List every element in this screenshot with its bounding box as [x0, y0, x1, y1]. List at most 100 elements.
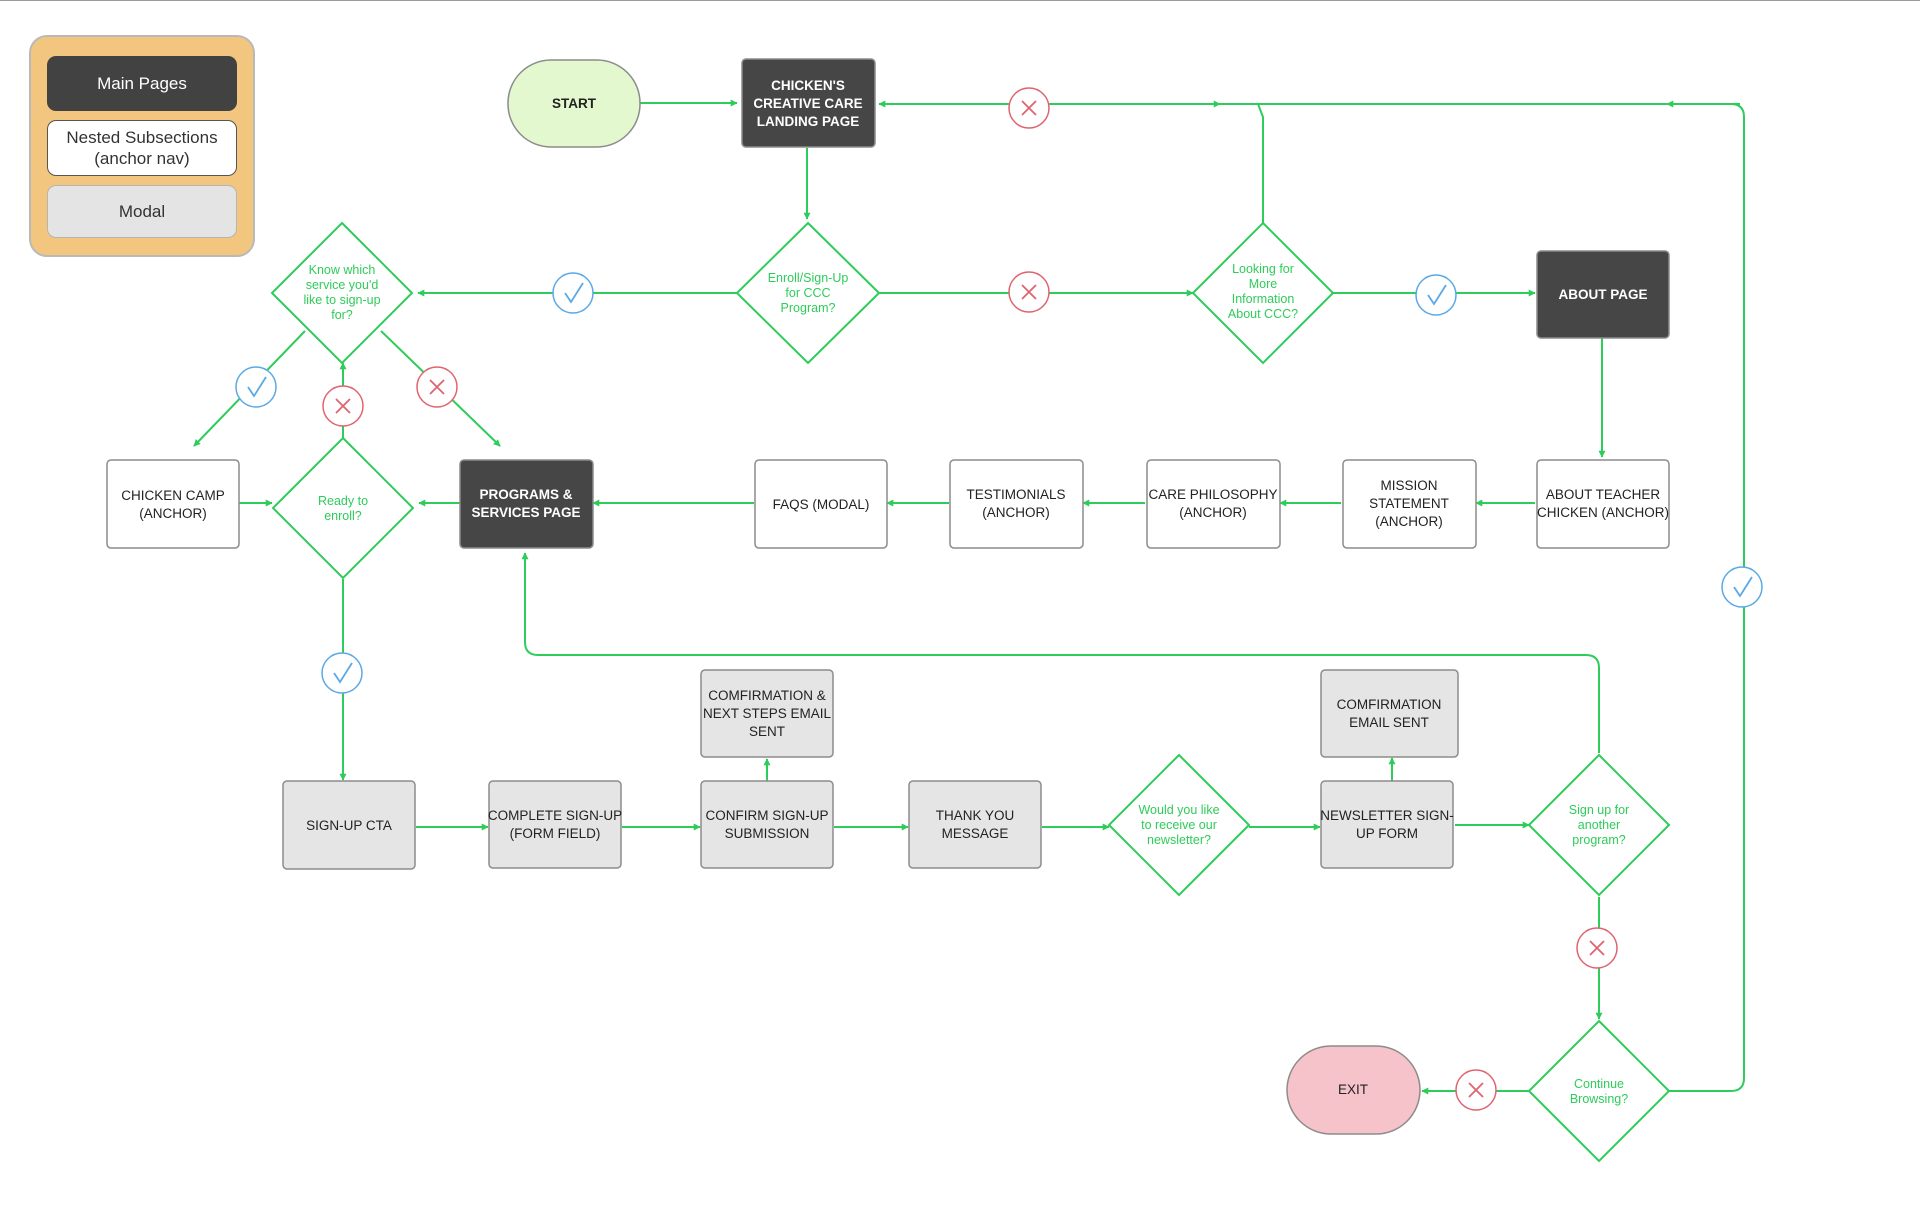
confirm-email-label-2: EMAIL SENT — [1349, 715, 1429, 730]
mission-label-1: MISSION — [1380, 478, 1437, 493]
testimonials-label-1: TESTIMONIALS — [966, 487, 1065, 502]
landing-label-3: LANDING PAGE — [757, 114, 860, 129]
decision-know-service: Know which service you'd like to sign-up… — [270, 221, 414, 365]
programs-page-node: PROGRAMS & SERVICES PAGE — [459, 459, 594, 549]
mission-label-2: STATEMENT — [1369, 496, 1449, 511]
landing-label-2: CREATIVE CARE — [753, 96, 862, 111]
x-icon — [1008, 87, 1050, 129]
about-teacher-label-1: ABOUT TEACHER — [1546, 487, 1661, 502]
legend-nested-label: Nested Subsections — [66, 128, 218, 147]
signup-cta-node: SIGN-UP CTA — [282, 780, 416, 870]
decision-more-info: Looking for More Information About CCC? — [1191, 221, 1335, 365]
legend-modal: Modal — [47, 185, 237, 238]
x-icon — [1008, 271, 1050, 313]
legend-main-pages-label: Main Pages — [97, 74, 187, 93]
chicken-camp-label-2: (ANCHOR) — [139, 506, 207, 521]
more-info-text-4: About CCC? — [1228, 307, 1298, 321]
about-page-label: ABOUT PAGE — [1558, 287, 1647, 302]
enroll-text-3: Program? — [781, 301, 836, 315]
programs-label-1: PROGRAMS & — [479, 487, 572, 502]
confirm-next-label-2: NEXT STEPS EMAIL — [703, 706, 832, 721]
top-divider — [0, 0, 1920, 1]
chicken-camp-node: CHICKEN CAMP (ANCHOR) — [106, 459, 240, 549]
know-service-text-3: like to sign-up — [303, 293, 380, 307]
testimonials-node: TESTIMONIALS (ANCHOR) — [949, 459, 1084, 549]
continue-text-2: Browsing? — [1570, 1092, 1628, 1106]
mission-statement-node: MISSION STATEMENT (ANCHOR) — [1342, 459, 1477, 549]
thank-you-label-1: THANK YOU — [936, 808, 1015, 823]
legend-main-pages: Main Pages — [47, 56, 237, 111]
confirm-signup-node: CONFIRM SIGN-UP SUBMISSION — [700, 780, 834, 869]
newsletter-form-label-1: NEWSLETTER SIGN- — [1320, 808, 1454, 823]
more-info-text-1: Looking for — [1232, 262, 1294, 276]
care-philosophy-node: CARE PHILOSOPHY (ANCHOR) — [1146, 459, 1281, 549]
x-icon — [322, 385, 364, 427]
decision-another-program: Sign up for another program? — [1527, 753, 1671, 897]
confirmation-email-node: COMFIRMATION EMAIL SENT — [1320, 669, 1459, 758]
check-icon — [552, 272, 594, 314]
ready-text-2: enroll? — [324, 509, 362, 523]
x-icon — [1576, 927, 1618, 969]
edge-more-info-landing — [1217, 103, 1264, 223]
care-philosophy-label-1: CARE PHILOSOPHY — [1148, 487, 1277, 502]
newsletter-form-node: NEWSLETTER SIGN- UP FORM — [1320, 780, 1454, 869]
confirm-signup-label-2: SUBMISSION — [725, 826, 810, 841]
check-icon — [1415, 274, 1457, 316]
confirm-next-label-3: SENT — [749, 724, 785, 739]
enroll-text-1: Enroll/Sign-Up — [768, 271, 849, 285]
newsletter-text-2: to receive our — [1141, 818, 1217, 832]
complete-signup-label-1: COMPLETE SIGN-UP — [488, 808, 622, 823]
complete-signup-node: COMPLETE SIGN-UP (FORM FIELD) — [488, 780, 622, 869]
about-teacher-label-2: CHICKEN (ANCHOR) — [1537, 505, 1669, 520]
faqs-label: FAQS (MODAL) — [773, 497, 870, 512]
connectors — [193, 99, 1745, 1095]
enroll-text-2: for CCC — [785, 286, 830, 300]
confirm-email-label-1: COMFIRMATION — [1337, 697, 1442, 712]
signup-cta-label: SIGN-UP CTA — [306, 818, 392, 833]
another-text-1: Sign up for — [1569, 803, 1629, 817]
confirm-signup-label-1: CONFIRM SIGN-UP — [706, 808, 829, 823]
x-icon — [416, 366, 458, 408]
ready-text-1: Ready to — [318, 494, 368, 508]
landing-page-node: CHICKEN'S CREATIVE CARE LANDING PAGE — [741, 58, 876, 148]
decision-enroll: Enroll/Sign-Up for CCC Program? — [735, 221, 881, 365]
another-text-3: program? — [1572, 833, 1626, 847]
about-teacher-node: ABOUT TEACHER CHICKEN (ANCHOR) — [1536, 459, 1670, 549]
complete-signup-label-2: (FORM FIELD) — [510, 826, 601, 841]
faqs-modal-node: FAQS (MODAL) — [754, 459, 888, 549]
newsletter-text-3: newsletter? — [1147, 833, 1211, 847]
know-service-text-2: service you'd — [306, 278, 379, 292]
know-service-text-1: Know which — [309, 263, 376, 277]
thank-you-node: THANK YOU MESSAGE — [908, 780, 1042, 869]
legend-modal-label: Modal — [118, 202, 166, 221]
continue-text-1: Continue — [1574, 1077, 1624, 1091]
x-icon — [1455, 1069, 1497, 1111]
legend-panel: Main Pages Nested Subsections (anchor nav… — [29, 35, 255, 257]
start-label: START — [552, 96, 597, 111]
more-info-text-2: More — [1249, 277, 1278, 291]
testimonials-label-2: (ANCHOR) — [982, 505, 1050, 520]
programs-label-2: SERVICES PAGE — [471, 505, 580, 520]
exit-label: EXIT — [1338, 1082, 1368, 1097]
care-philosophy-label-2: (ANCHOR) — [1179, 505, 1247, 520]
decision-newsletter: Would you like to receive our newsletter… — [1107, 753, 1251, 897]
start-node: START — [507, 59, 641, 148]
exit-node: EXIT — [1286, 1045, 1421, 1135]
about-page-node: ABOUT PAGE — [1536, 250, 1670, 339]
newsletter-text-1: Would you like — [1138, 803, 1219, 817]
another-text-2: another — [1578, 818, 1620, 832]
thank-you-label-2: MESSAGE — [942, 826, 1009, 841]
legend-nested-sublabel: (anchor nav) — [94, 149, 190, 168]
decision-ready: Ready to enroll? — [271, 436, 415, 580]
chicken-camp-label-1: CHICKEN CAMP — [121, 488, 225, 503]
check-icon — [321, 652, 363, 694]
legend-nested-subsections: Nested Subsections (anchor nav) — [47, 120, 237, 176]
decision-continue-browsing: Continue Browsing? — [1527, 1019, 1671, 1163]
markers — [235, 87, 1763, 1111]
know-service-text-4: for? — [331, 308, 353, 322]
more-info-text-3: Information — [1232, 292, 1295, 306]
edge-another-programs — [521, 552, 1600, 753]
confirm-next-label-1: COMFIRMATION & — [708, 688, 826, 703]
